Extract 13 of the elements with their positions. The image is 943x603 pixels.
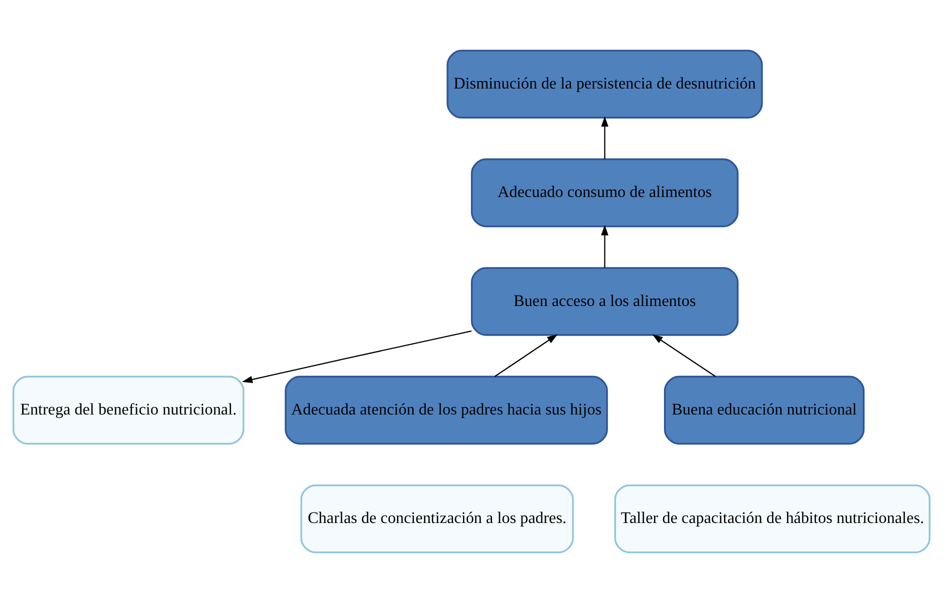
node-box: Buena educación nutricional <box>664 376 865 445</box>
arrow <box>494 334 558 377</box>
node-box: Taller de capacitación de hábitos nutricionales. <box>614 484 930 554</box>
node-box: Charlas de concientización a los padres. <box>300 484 574 554</box>
node-box: Entrega del beneficio nutricional. <box>12 376 244 445</box>
arrow <box>601 224 608 268</box>
node-box: Buen acceso a los alimentos <box>470 267 739 336</box>
node-box: Disminución de la persistencia de desnutrición <box>446 50 763 119</box>
arrow <box>652 334 716 378</box>
node-box: Adecuado consumo de alimentos <box>470 158 739 228</box>
arrow <box>601 116 608 160</box>
node-box: Adecuada atención de los padres hacia sus hijos <box>284 376 608 445</box>
arrow <box>242 330 472 384</box>
